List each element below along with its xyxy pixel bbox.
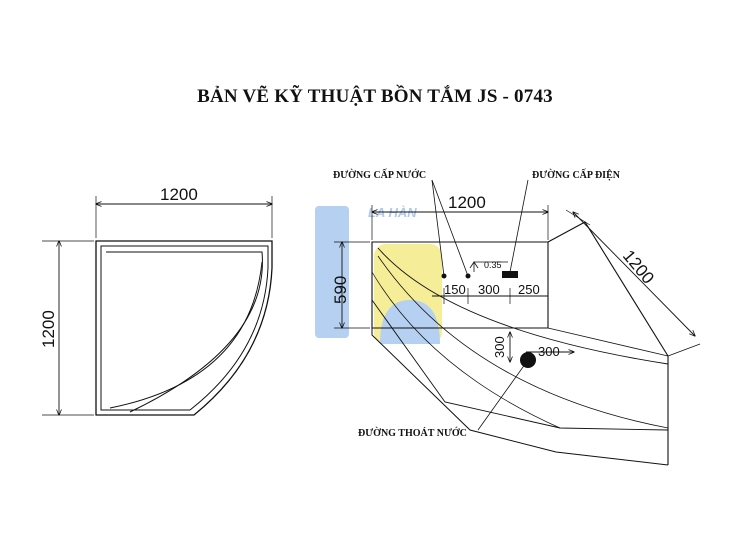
side-view [334,179,701,466]
power-outlet-marker [502,271,518,278]
drain-offset-vertical-label: 300 [492,336,507,358]
side-view-basin-curve [377,247,669,365]
drawing-title: BẢN VẼ KỸ THUẬT BỒN TẮM JS - 0743 [197,86,553,107]
water-inlet-marker [441,273,447,279]
watermark-text: LA HÀN [368,205,417,220]
top-view-width-label: 1200 [160,185,198,204]
side-view-width-label: 1200 [448,193,486,212]
elevation-label: 0.35 [484,260,502,270]
water-supply-label: ĐƯỜNG CẤP NƯỚC [333,168,426,181]
power-supply-label: ĐƯỜNG CẤP ĐIỆN [532,168,621,181]
spacing-label-1: 150 [444,282,466,297]
spacing-label-2: 300 [478,282,500,297]
water-inlet-marker [465,273,471,279]
spacing-label-3: 250 [518,282,540,297]
top-view-outline [95,240,273,416]
top-view-inner-outline [100,245,269,411]
watermark-logo: LA HÀN [315,205,442,344]
drain-offset-horizontal-label: 300 [538,344,560,359]
side-view-diagonal-label: 1200 [619,246,658,287]
top-view [42,196,273,416]
top-view-basin-curve [106,251,263,413]
drain-label: ĐƯỜNG THOÁT NƯỚC [358,427,467,439]
side-view-height-label: 590 [331,276,350,304]
drain-marker [520,352,536,368]
top-view-height-label: 1200 [39,310,58,348]
